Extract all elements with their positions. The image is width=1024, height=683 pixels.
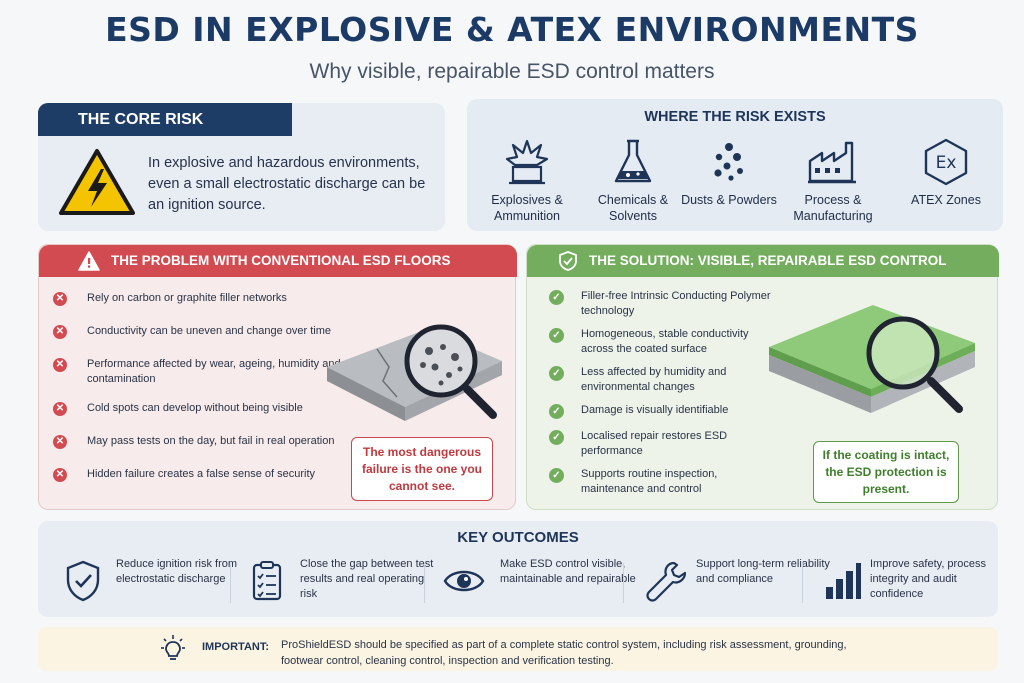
divider <box>424 563 425 603</box>
key-outcomes-panel: KEY OUTCOMES Reduce ignition risk from e… <box>38 521 998 617</box>
problem-heading: THE PROBLEM WITH CONVENTIONAL ESD FLOORS <box>111 253 451 268</box>
list-item: ✓Supports routine inspection, maintenanc… <box>549 467 779 505</box>
high-voltage-warning-icon <box>59 149 135 215</box>
outcome-text: Reduce ignition risk from electrostatic … <box>116 558 238 585</box>
solution-list: ✓Filler-free Intrinsic Conducting Polyme… <box>549 289 779 505</box>
where-item-label: Explosives & Ammunition <box>491 193 563 223</box>
check-icon: ✓ <box>549 366 564 381</box>
important-label: IMPORTANT: <box>202 641 270 653</box>
lightbulb-icon <box>161 635 185 660</box>
problem-panel: THE PROBLEM WITH CONVENTIONAL ESD FLOORS… <box>38 244 517 510</box>
list-item: ✓Filler-free Intrinsic Conducting Polyme… <box>549 289 779 327</box>
divider <box>623 563 624 603</box>
where-item-label: ATEX Zones <box>911 193 981 207</box>
cross-icon: ✕ <box>53 358 67 372</box>
problem-list: ✕Rely on carbon or graphite filler netwo… <box>53 291 353 500</box>
list-item: ✕Hidden failure creates a false sense of… <box>53 467 353 500</box>
solution-panel: THE SOLUTION: VISIBLE, REPAIRABLE ESD CO… <box>526 244 999 510</box>
where-risk-panel: WHERE THE RISK EXISTS Explosives & Ammun… <box>467 99 1003 231</box>
problem-callout: The most dangerous failure is the one yo… <box>351 437 493 501</box>
warning-icon <box>78 251 100 271</box>
core-risk-panel: THE CORE RISK In explosive and hazardous… <box>38 103 445 231</box>
cross-icon: ✕ <box>53 435 67 449</box>
atex-ex-icon: Ex <box>924 138 968 186</box>
check-icon: ✓ <box>549 430 564 445</box>
list-item: ✕Conductivity can be uneven and change o… <box>53 324 353 357</box>
core-risk-heading: THE CORE RISK <box>78 111 204 128</box>
where-item-explosives: Explosives & Ammunition <box>477 137 577 224</box>
list-item: ✓Homogeneous, stable conductivity across… <box>549 327 779 365</box>
check-icon: ✓ <box>549 468 564 483</box>
list-item: ✓Damage is visually identifiable <box>549 403 779 429</box>
bar-chart-icon <box>826 563 861 599</box>
cracked-floor-illustration <box>327 324 502 421</box>
list-item: ✕May pass tests on the day, but fail in … <box>53 434 353 467</box>
where-item-process: Process & Manufacturing <box>783 137 883 224</box>
problem-heading-bar: THE PROBLEM WITH CONVENTIONAL ESD FLOORS <box>39 245 517 277</box>
divider <box>802 563 803 603</box>
solution-callout: If the coating is intact, the ESD protec… <box>813 441 959 503</box>
shield-check-icon <box>559 251 577 271</box>
where-item-label: Chemicals & Solvents <box>597 193 669 223</box>
flask-icon <box>614 139 652 183</box>
where-item-dusts: Dusts & Powders <box>679 137 779 208</box>
cross-icon: ✕ <box>53 468 67 482</box>
page-title: ESD IN EXPLOSIVE & ATEX ENVIRONMENTS <box>105 10 919 49</box>
divider <box>230 563 231 603</box>
where-item-chemicals: Chemicals & Solvents <box>583 137 683 224</box>
important-note: IMPORTANT: ProShieldESD should be specif… <box>38 627 998 671</box>
where-risk-heading: WHERE THE RISK EXISTS <box>644 109 826 125</box>
key-outcomes-heading: KEY OUTCOMES <box>457 529 579 546</box>
list-item: ✕Rely on carbon or graphite filler netwo… <box>53 291 353 324</box>
core-risk-text: In explosive and hazardous environments,… <box>148 155 426 213</box>
list-item: ✕Cold spots can develop without being vi… <box>53 401 353 434</box>
where-item-atex: Ex ATEX Zones <box>896 137 996 208</box>
where-item-label: Dusts & Powders <box>681 193 777 207</box>
outcome-text: Improve safety, process integrity and au… <box>870 558 986 600</box>
coated-floor-illustration <box>769 305 975 413</box>
outcome-text: Support long-term reliability and compli… <box>696 558 830 585</box>
cross-icon: ✕ <box>53 292 67 306</box>
important-text: ProShieldESD should be specified as part… <box>281 639 847 667</box>
cross-icon: ✕ <box>53 402 67 416</box>
svg-text:Ex: Ex <box>936 153 957 173</box>
shield-check-icon <box>66 560 100 602</box>
check-icon: ✓ <box>549 328 564 343</box>
where-item-label: Process & Manufacturing <box>793 193 873 223</box>
solution-heading: THE SOLUTION: VISIBLE, REPAIRABLE ESD CO… <box>589 253 947 268</box>
list-item: ✓Localised repair restores ESD performan… <box>549 429 779 467</box>
checklist-icon <box>252 561 282 601</box>
core-risk-heading-bar: THE CORE RISK <box>38 103 292 136</box>
eye-icon <box>443 570 485 592</box>
page-subtitle: Why visible, repairable ESD control matt… <box>309 60 715 83</box>
list-item: ✕Performance affected by wear, ageing, h… <box>53 357 353 401</box>
dust-particles-icon <box>714 143 743 181</box>
explosion-icon <box>505 139 549 185</box>
wrench-icon <box>646 561 686 602</box>
outcome-text: Close the gap between test results and r… <box>300 558 434 600</box>
cross-icon: ✕ <box>53 325 67 339</box>
factory-icon <box>808 141 856 184</box>
check-icon: ✓ <box>549 290 564 305</box>
solution-heading-bar: THE SOLUTION: VISIBLE, REPAIRABLE ESD CO… <box>527 245 999 277</box>
list-item: ✓Less affected by humidity and environme… <box>549 365 779 403</box>
outcome-text: Make ESD control visible, maintainable a… <box>500 558 636 585</box>
check-icon: ✓ <box>549 404 564 419</box>
